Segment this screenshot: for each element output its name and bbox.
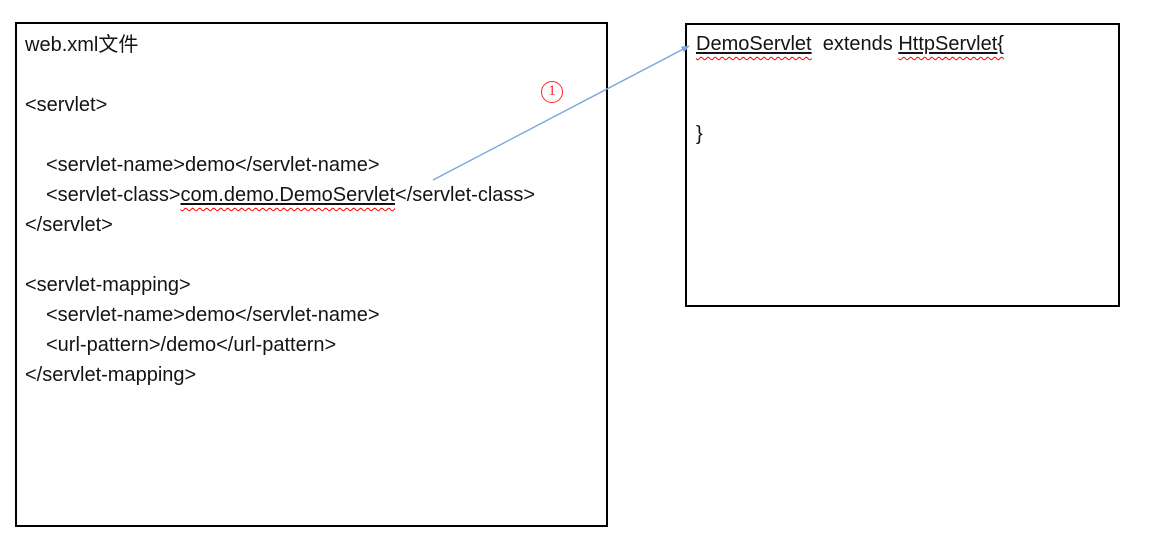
step-1-badge: 1: [541, 81, 563, 103]
mapping-servlet-name-text: <servlet-name>demo</servlet-name>: [46, 304, 380, 326]
webxml-box: web.xml文件 <servlet> <servlet-name>demo</…: [15, 22, 608, 527]
blank-line: [696, 59, 1112, 89]
servlet-mapping-close-line: </servlet-mapping>: [25, 360, 600, 390]
extends-keyword: extends: [811, 33, 899, 55]
servlet-class-value-text: com.demo.DemoServlet: [180, 184, 396, 206]
url-pattern-text: <url-pattern>/demo</url-pattern>: [46, 334, 337, 356]
webxml-title: web.xml文件: [25, 30, 600, 60]
servlet-mapping-open-tag: <servlet-mapping>: [25, 274, 191, 296]
url-pattern-line: <url-pattern>/demo</url-pattern>: [25, 330, 600, 360]
servlet-class-box: DemoServlet extends HttpServlet{ }: [685, 23, 1120, 307]
class-name: DemoServlet: [696, 33, 812, 55]
servlet-name-text: <servlet-name>demo</servlet-name>: [46, 154, 380, 176]
servlet-open-tag-line: <servlet>: [25, 90, 600, 120]
servlet-class-line: <servlet-class>com.demo.DemoServlet</ser…: [25, 180, 600, 210]
class-declaration-line: DemoServlet extends HttpServlet{: [696, 29, 1112, 59]
closing-brace-line: }: [696, 119, 1112, 149]
blank-line: [25, 120, 600, 150]
servlet-mapping-close-tag: </servlet-mapping>: [25, 364, 197, 386]
servlet-close-tag-line: </servlet>: [25, 210, 600, 240]
class-name-text: DemoServlet: [696, 33, 812, 55]
servlet-mapping-open-line: <servlet-mapping>: [25, 270, 600, 300]
superclass-name-text: HttpServlet{: [898, 33, 1004, 55]
servlet-open-tag: <servlet>: [25, 94, 108, 116]
webxml-title-text: web.xml文件: [25, 34, 139, 56]
superclass-name: HttpServlet{: [898, 33, 1004, 55]
blank-line: [25, 240, 600, 270]
servlet-name-line: <servlet-name>demo</servlet-name>: [25, 150, 600, 180]
servlet-class-open-tag: <servlet-class>: [46, 184, 181, 206]
closing-brace-text: }: [696, 123, 703, 145]
servlet-close-tag: </servlet>: [25, 214, 113, 236]
servlet-class-value: com.demo.DemoServlet: [181, 184, 396, 206]
blank-line: [25, 60, 600, 90]
blank-line: [696, 89, 1112, 119]
servlet-class-close-tag: </servlet-class>: [395, 184, 536, 206]
step-1-label: 1: [548, 83, 556, 99]
mapping-servlet-name-line: <servlet-name>demo</servlet-name>: [25, 300, 600, 330]
